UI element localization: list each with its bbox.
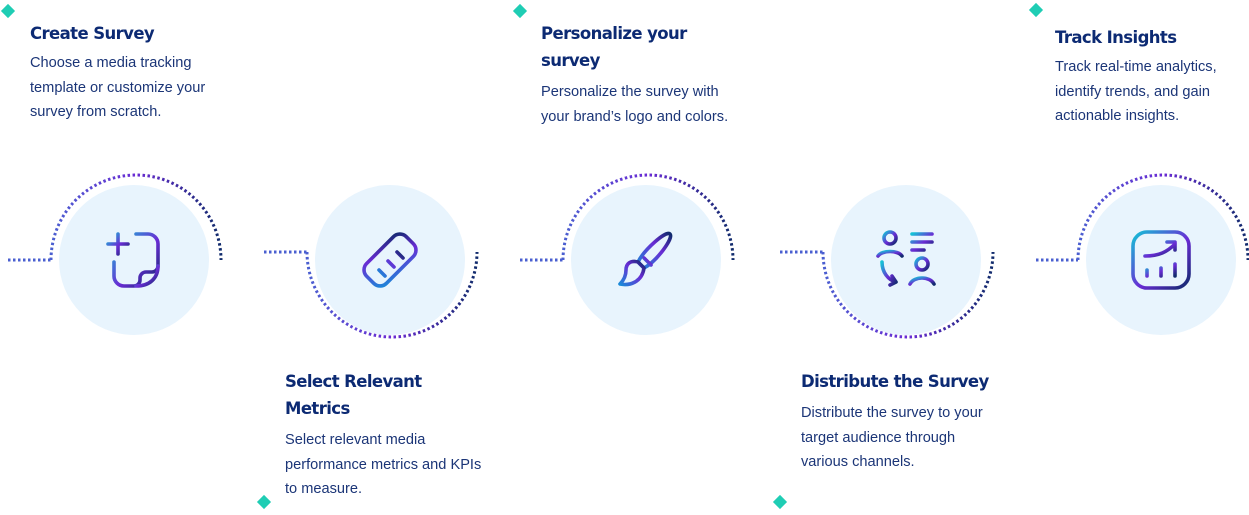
step-description: Track real-time analytics, identify tren… [1055, 59, 1217, 124]
diamond-marker [0, 3, 16, 19]
step-title: Create Survey [30, 24, 155, 43]
paintbrush-icon [618, 231, 673, 287]
connector-step-3 [512, 3, 735, 262]
step-title: Distribute the Survey [801, 372, 989, 391]
step-title: Select Relevant Metrics [285, 372, 422, 418]
ruler-icon [362, 232, 418, 288]
diamond-marker [512, 3, 528, 19]
connector-arc [49, 173, 223, 261]
connector-step-4 [772, 250, 995, 510]
step-5-icon-circle [1086, 185, 1236, 335]
connector-arc [305, 251, 479, 339]
step-3-icon-circle [571, 185, 721, 335]
connector-arc [1076, 173, 1249, 261]
diamond-marker [1028, 2, 1044, 18]
step-4-icon-circle [831, 185, 981, 335]
step-description: Personalize the survey with your brand’s… [541, 84, 729, 125]
step-4-text: Distribute the Survey Distribute the sur… [801, 368, 1001, 475]
step-1-text: Create Survey Choose a media tracking te… [30, 20, 230, 125]
step-2-icon-circle [315, 185, 465, 335]
step-2-text: Select Relevant Metrics Select relevant … [285, 368, 485, 502]
connector-arc [821, 251, 995, 339]
add-note-icon [106, 232, 160, 288]
step-description: Select relevant media performance metric… [285, 432, 482, 497]
connector-step-1 [0, 3, 223, 262]
step-5-text: Track Insights Track real-time analytics… [1055, 24, 1249, 129]
step-title: Personalize your survey [541, 24, 687, 70]
user-transfer-icon [876, 230, 936, 287]
step-1-icon-circle [59, 185, 209, 335]
diamond-marker [772, 494, 788, 510]
connector-step-5 [1028, 2, 1249, 262]
step-title: Track Insights [1055, 28, 1177, 47]
connector-step-2 [256, 250, 479, 510]
diamond-marker [256, 494, 272, 510]
step-description: Choose a media tracking template or cust… [30, 55, 206, 120]
step-description: Distribute the survey to your target aud… [801, 405, 983, 470]
connector-arc [561, 173, 735, 261]
growth-chart-icon [1131, 230, 1191, 290]
step-3-text: Personalize your survey Personalize the … [541, 20, 741, 129]
